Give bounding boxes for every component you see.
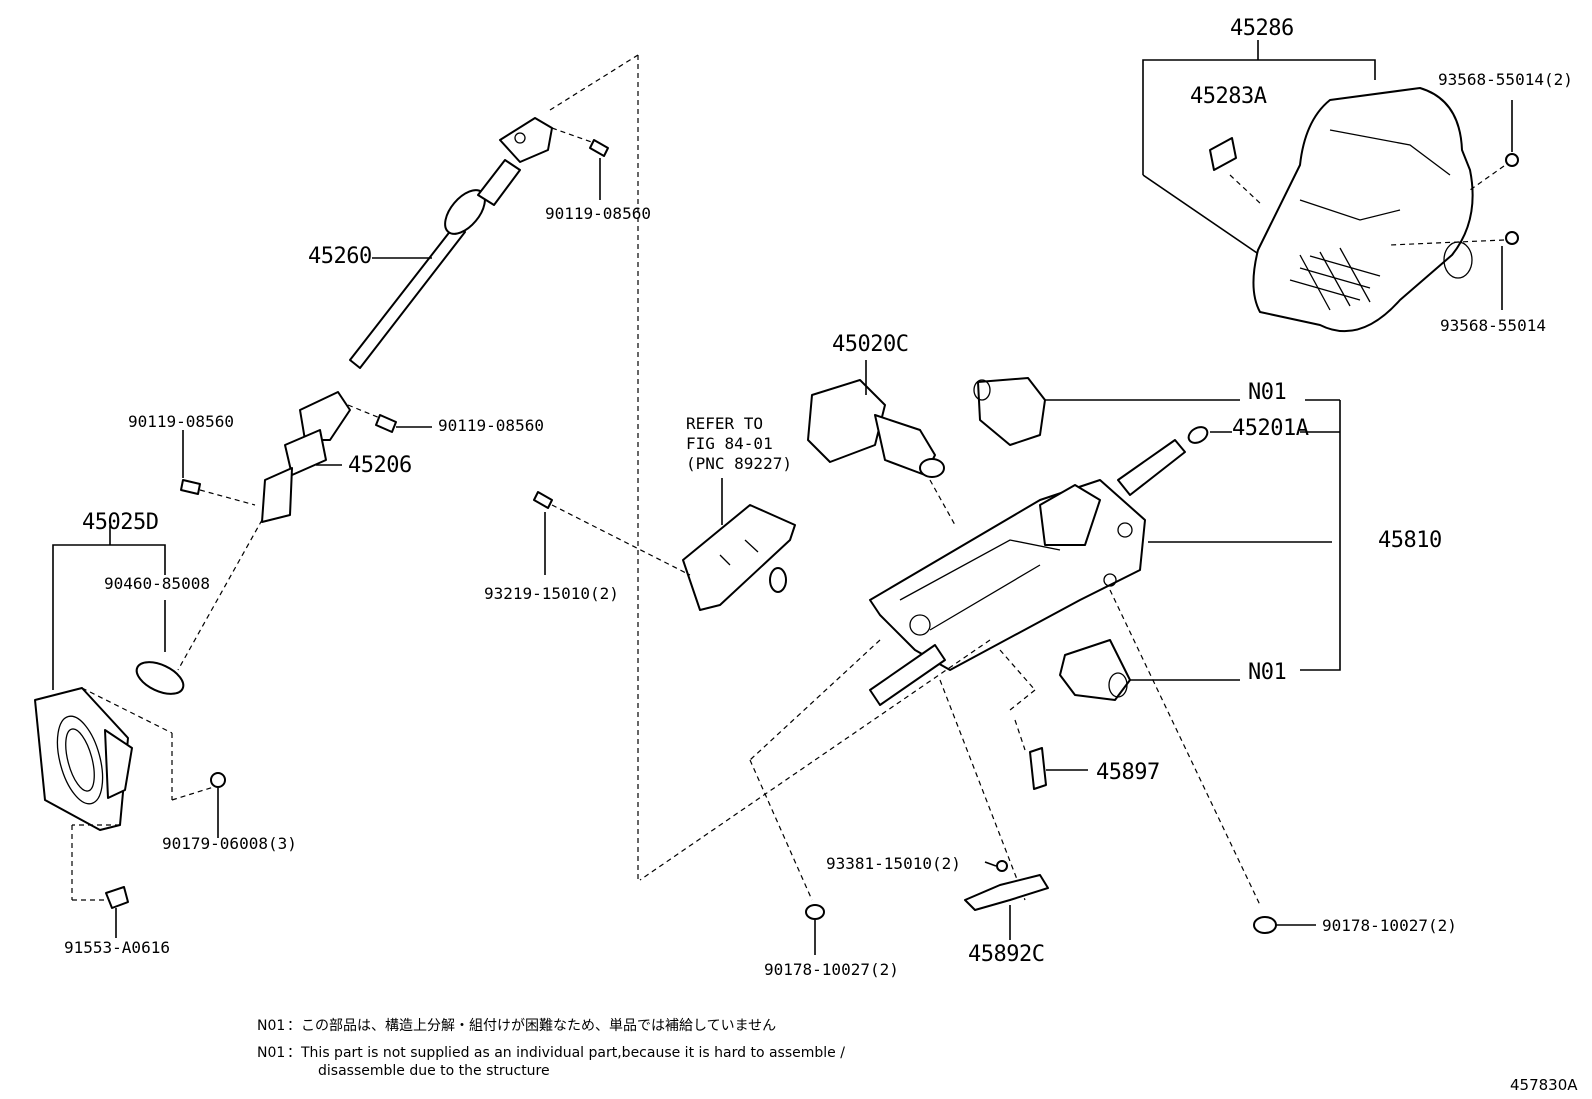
bolt-90119-left xyxy=(180,479,201,495)
bracket-45286 xyxy=(1142,59,1376,120)
refer-line-1: REFER TO xyxy=(686,414,764,433)
lock-assembly xyxy=(807,360,945,478)
intermediate-shaft xyxy=(349,54,639,880)
ecu-bracket-body xyxy=(682,504,796,611)
label-93381-15010: 93381-15010(2) xyxy=(826,854,961,873)
spacer-45201A xyxy=(1187,426,1209,444)
screw-93568-top xyxy=(1505,153,1519,167)
column-shaft-upper xyxy=(1117,439,1186,496)
screw-93219 xyxy=(533,491,553,509)
label-45206: 45206 xyxy=(348,453,412,478)
bolt-90119-mid xyxy=(375,414,397,433)
label-90179-06008: 90179-06008(3) xyxy=(162,834,297,853)
note-jp-text: ：この部品は、構造上分解・組付けが困難なため、単品では補給していません xyxy=(287,1018,777,1034)
screw-93568-bottom xyxy=(1505,231,1519,245)
column-cover-assembly xyxy=(1142,40,1519,333)
motor-n01-top xyxy=(977,377,1046,446)
label-45286: 45286 xyxy=(1230,16,1294,41)
yoke-45206-lower xyxy=(261,467,293,523)
note-en-text-1: ：This part is not supplied as an individ… xyxy=(287,1045,845,1061)
lower-fasteners xyxy=(805,747,1316,955)
label-45810: 45810 xyxy=(1378,528,1442,553)
label-45020C: 45020C xyxy=(832,332,909,357)
yoke-upper xyxy=(499,117,553,163)
label-90178-10027-mid: 90178-10027(2) xyxy=(764,960,899,979)
yoke-45206-upper xyxy=(299,391,351,441)
label-93568-55014: 93568-55014 xyxy=(1440,316,1546,335)
label-45260: 45260 xyxy=(308,244,372,269)
label-45025D: 45025D xyxy=(82,510,159,535)
refer-line-2: FIG 84-01 xyxy=(686,434,773,453)
hole-cover-assembly xyxy=(34,525,226,938)
column-cover-upper xyxy=(1252,87,1474,333)
label-90119-08560-top: 90119-08560 xyxy=(545,204,651,223)
figure-id: 457830A xyxy=(1510,1076,1578,1094)
label-45283A xyxy=(1209,137,1237,171)
nut-90179 xyxy=(210,772,226,788)
label-90460-85008: 90460-85008 xyxy=(104,574,210,593)
column-shaft-lower xyxy=(869,644,946,706)
label-45892C: 45892C xyxy=(968,942,1045,967)
label-90119-08560-mid: 90119-08560 xyxy=(438,416,544,435)
label-91553-A0616: 91553-A0616 xyxy=(64,938,170,957)
label-n01-top: N01 xyxy=(1248,380,1287,405)
universal-joint xyxy=(177,391,432,671)
note-en-text-2: disassemble due to the structure xyxy=(318,1063,550,1079)
motor-n01-bottom xyxy=(1059,639,1131,701)
label-93219-15010: 93219-15010(2) xyxy=(484,584,619,603)
bracket-45892C xyxy=(964,874,1049,911)
label-90178-10027-right: 90178-10027(2) xyxy=(1322,916,1457,935)
label-n01-bottom: N01 xyxy=(1248,660,1287,685)
note-en-code: N01 xyxy=(257,1045,286,1061)
label-93568-55014-2: 93568-55014(2) xyxy=(1438,70,1573,89)
refer-line-3: (PNC 89227) xyxy=(686,454,792,473)
label-45201A: 45201A xyxy=(1232,416,1309,441)
screw-93381 xyxy=(996,860,1008,872)
bolt-90119-top xyxy=(589,139,609,157)
ecu-bracket xyxy=(533,478,796,611)
bolt-91553 xyxy=(105,886,129,909)
label-45283A: 45283A xyxy=(1190,84,1267,109)
clamp-90460 xyxy=(135,661,185,695)
label-90119-08560-left: 90119-08560 xyxy=(128,412,234,431)
label-45897: 45897 xyxy=(1096,760,1160,785)
lock-45020C xyxy=(807,379,886,463)
nut-90178-right xyxy=(1253,916,1277,934)
nut-90178-mid xyxy=(805,904,825,920)
shaft-45260 xyxy=(349,224,466,369)
motor-parts xyxy=(973,377,1240,701)
note-jp-code: N01 xyxy=(257,1018,286,1034)
bolt-45897 xyxy=(1029,747,1047,790)
steering-column xyxy=(639,399,1341,906)
